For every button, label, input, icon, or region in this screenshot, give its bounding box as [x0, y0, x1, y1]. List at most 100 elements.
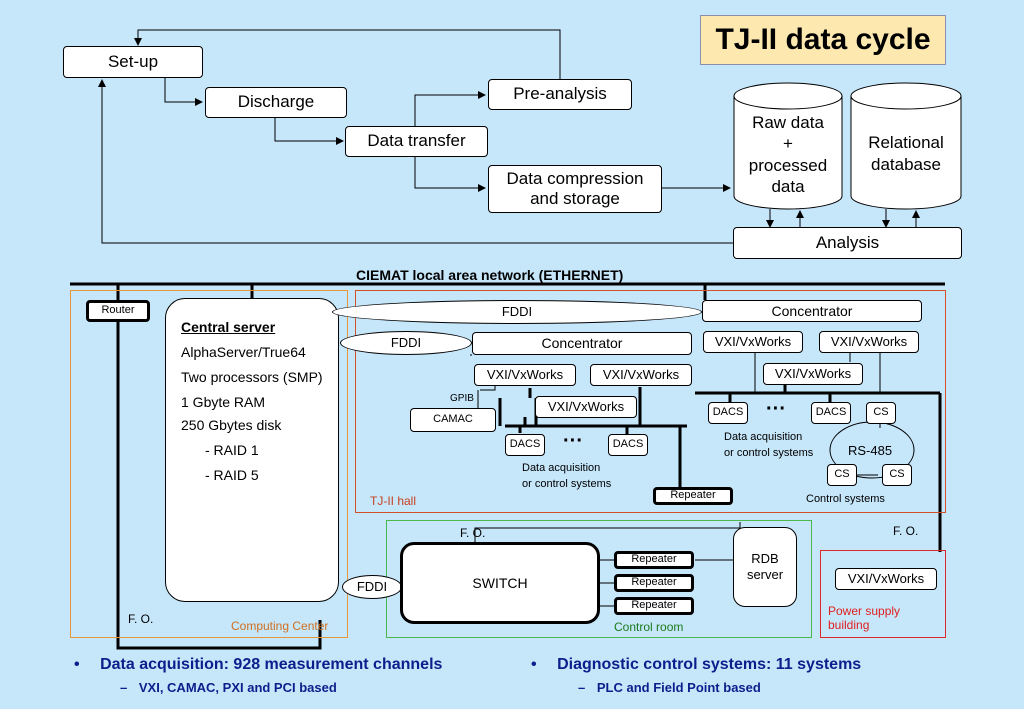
- tj-hall-label: TJ-II hall: [370, 494, 417, 508]
- vxi-box-5: VXI/VxWorks: [590, 364, 692, 386]
- repeater-3-label: Repeater: [631, 599, 677, 612]
- repeater-3: Repeater: [614, 597, 694, 615]
- repeater-hall: Repeater: [653, 487, 733, 505]
- vxi-label-4: VXI/VxWorks: [486, 367, 564, 383]
- fo-label-middle: F. O.: [460, 526, 486, 540]
- bullet-right-main: • Diagnostic control systems: 11 systems: [531, 656, 861, 674]
- dacs-box-4: DACS: [811, 402, 851, 424]
- diagram-title: TJ-II data cycle: [700, 15, 946, 65]
- lan-title: CIEMAT local area network (ETHERNET): [356, 267, 624, 283]
- fo-label-right: F. O.: [893, 524, 919, 538]
- repeater-1: Repeater: [614, 551, 694, 569]
- dacs-box-3: DACS: [708, 402, 748, 424]
- analysis-box: Analysis: [733, 227, 962, 259]
- vxi-box-6: VXI/VxWorks: [535, 396, 637, 418]
- vxi-box-power: VXI/VxWorks: [835, 568, 937, 590]
- camac-box: CAMAC: [410, 408, 496, 432]
- control-room-label: Control room: [614, 620, 684, 634]
- rdb-server-label: RDB server: [746, 551, 784, 582]
- server-line-3: 1 Gbyte RAM: [181, 394, 266, 410]
- switch-label: SWITCH: [472, 574, 528, 591]
- dacs-label-2: DACS: [612, 438, 644, 451]
- switch-box: SWITCH: [400, 542, 600, 624]
- computing-center-label: Computing Center: [231, 619, 329, 633]
- bullet-left-main: • Data acquisition: 928 measurement chan…: [74, 656, 442, 674]
- repeater-1-label: Repeater: [631, 553, 677, 566]
- server-line-4: 250 Gbytes disk: [181, 417, 282, 433]
- repeater-2-label: Repeater: [631, 576, 677, 589]
- raw-data-cylinder: [733, 82, 843, 210]
- vxi-label-2: VXI/VxWorks: [830, 334, 908, 350]
- cs-label-top: CS: [873, 406, 889, 419]
- title-text: TJ-II data cycle: [715, 23, 931, 56]
- bullet-left-sub-text: VXI, CAMAC, PXI and PCI based: [138, 680, 337, 695]
- setup-label: Set-up: [107, 51, 159, 71]
- router-label: Router: [101, 304, 135, 317]
- concentrator-right-label: Concentrator: [771, 302, 853, 319]
- vxi-box-2: VXI/VxWorks: [819, 331, 919, 353]
- dash-right: –: [578, 680, 586, 695]
- dacs-label-1: DACS: [509, 438, 541, 451]
- data-transfer-box: Data transfer: [345, 126, 488, 157]
- vxi-label-3: VXI/VxWorks: [774, 366, 852, 382]
- repeater-hall-label: Repeater: [670, 489, 716, 502]
- pre-analysis-box: Pre-analysis: [488, 79, 632, 110]
- fddi-ring-bottom: FDDI: [342, 575, 402, 599]
- gpib-label: GPIB: [450, 393, 474, 404]
- daq-caption-right: Data acquisition or control systems: [724, 431, 814, 459]
- central-server-box: [165, 298, 339, 602]
- rdb-server-box: RDB server: [733, 527, 797, 607]
- central-server-title: Central server: [181, 319, 276, 335]
- fddi-label-bottom: FDDI: [356, 579, 388, 595]
- computing-center-region: [70, 290, 348, 638]
- ellipsis-left: ···: [563, 430, 583, 452]
- dacs-label-3: DACS: [712, 406, 744, 419]
- analysis-label: Analysis: [815, 232, 880, 252]
- power-supply-label: Power supply building: [828, 604, 901, 633]
- data-transfer-label: Data transfer: [367, 131, 466, 151]
- server-line-2: Two processors (SMP): [181, 369, 323, 385]
- bullet-right-main-text: Diagnostic control systems: 11 systems: [557, 656, 862, 673]
- vxi-box-1: VXI/VxWorks: [703, 331, 803, 353]
- rs485-label: RS-485: [848, 443, 893, 458]
- discharge-box: Discharge: [205, 87, 347, 118]
- raw-data-label: Raw data + processed data: [748, 113, 828, 196]
- cs-box-top: CS: [866, 402, 896, 424]
- vxi-box-4: VXI/VxWorks: [474, 364, 576, 386]
- discharge-label: Discharge: [237, 92, 315, 112]
- dash-left: –: [120, 680, 128, 695]
- power-supply-region: [820, 550, 946, 638]
- bullet-right-sub-text: PLC and Field Point based: [596, 680, 761, 695]
- server-line-1: AlphaServer/True64: [181, 344, 306, 360]
- pre-analysis-label: Pre-analysis: [513, 84, 607, 104]
- dacs-label-4: DACS: [815, 406, 847, 419]
- concentrator-right: Concentrator: [702, 300, 922, 322]
- cs-label-right: CS: [889, 468, 905, 481]
- server-line-6: - RAID 5: [205, 467, 259, 483]
- fddi-label-middle: FDDI: [390, 335, 422, 351]
- vxi-label-5: VXI/VxWorks: [602, 367, 680, 383]
- vxi-label-power: VXI/VxWorks: [847, 571, 925, 587]
- setup-box: Set-up: [63, 46, 203, 78]
- cs-box-left: CS: [827, 464, 857, 486]
- control-systems-label: Control systems: [806, 493, 885, 505]
- bullet-left-sub: – VXI, CAMAC, PXI and PCI based: [120, 680, 337, 695]
- vxi-label-1: VXI/VxWorks: [714, 334, 792, 350]
- bullet-dot-left: •: [74, 656, 80, 673]
- relational-db-label: Relational database: [868, 133, 944, 175]
- bullet-dot-right: •: [531, 656, 537, 673]
- cs-label-left: CS: [834, 468, 850, 481]
- concentrator-left: Concentrator: [472, 332, 692, 355]
- cs-box-right: CS: [882, 464, 912, 486]
- dacs-box-1: DACS: [505, 434, 545, 456]
- router-box: Router: [86, 300, 150, 322]
- fddi-ring-middle: FDDI: [340, 331, 472, 355]
- repeater-2: Repeater: [614, 574, 694, 592]
- fddi-ring-top: FDDI: [332, 300, 702, 324]
- relational-db-cylinder: [850, 82, 962, 210]
- compression-label: Data compression and storage: [506, 168, 644, 208]
- compression-box: Data compression and storage: [488, 165, 662, 213]
- daq-caption-left: Data acquisition or control systems: [522, 462, 612, 490]
- tj-hall-region: [355, 290, 946, 513]
